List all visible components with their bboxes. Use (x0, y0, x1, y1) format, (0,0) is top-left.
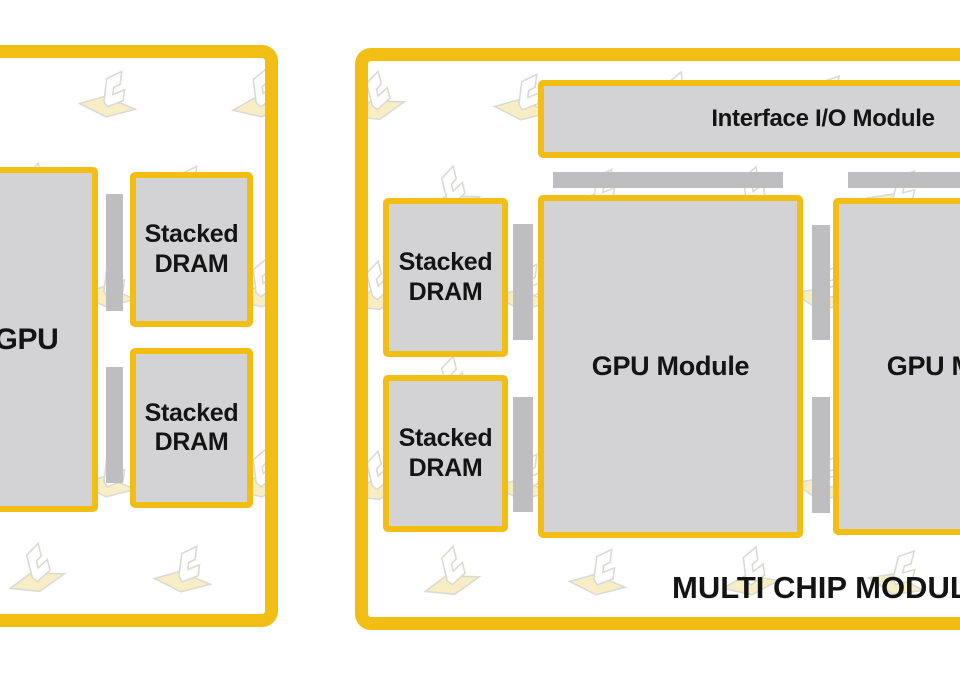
stacked-dram-label: Stacked DRAM (398, 424, 493, 482)
interconnect-strip (106, 194, 123, 311)
interface-io-module: Interface I/O Module (538, 80, 960, 158)
interconnect-strip (812, 397, 830, 513)
gpu-die-label: GPU (0, 322, 59, 356)
gpu-module-label: GPU Module (591, 351, 750, 381)
multi-chip-module-package: Interface I/O Module Stacked DRAM Stacke… (355, 48, 960, 630)
stacked-dram-box: Stacked DRAM (130, 172, 253, 327)
stacked-dram-box: Stacked DRAM (383, 375, 508, 532)
interconnect-strip (513, 397, 533, 512)
gpu-module: GPU Module (538, 195, 803, 538)
gpu-module-label: GPU Module (886, 351, 960, 381)
monolithic-package: GPU Stacked DRAM Stacked DRAM (0, 45, 278, 627)
multi-chip-module-caption: MULTI CHIP MODULE (672, 570, 960, 605)
interconnect-strip (553, 172, 783, 188)
stacked-dram-label: Stacked DRAM (144, 398, 239, 457)
stacked-dram-box: Stacked DRAM (383, 198, 508, 357)
interconnect-strip (106, 367, 123, 483)
interconnect-strip (812, 225, 830, 340)
interconnect-strip (848, 172, 960, 188)
stacked-dram-box: Stacked DRAM (130, 348, 253, 508)
stacked-dram-label: Stacked DRAM (398, 248, 493, 306)
interface-io-label: Interface I/O Module (711, 105, 935, 132)
stacked-dram-label: Stacked DRAM (144, 220, 239, 278)
gpu-die: GPU (0, 167, 98, 512)
gpu-module: GPU Module (833, 198, 960, 535)
interconnect-strip (513, 224, 533, 340)
